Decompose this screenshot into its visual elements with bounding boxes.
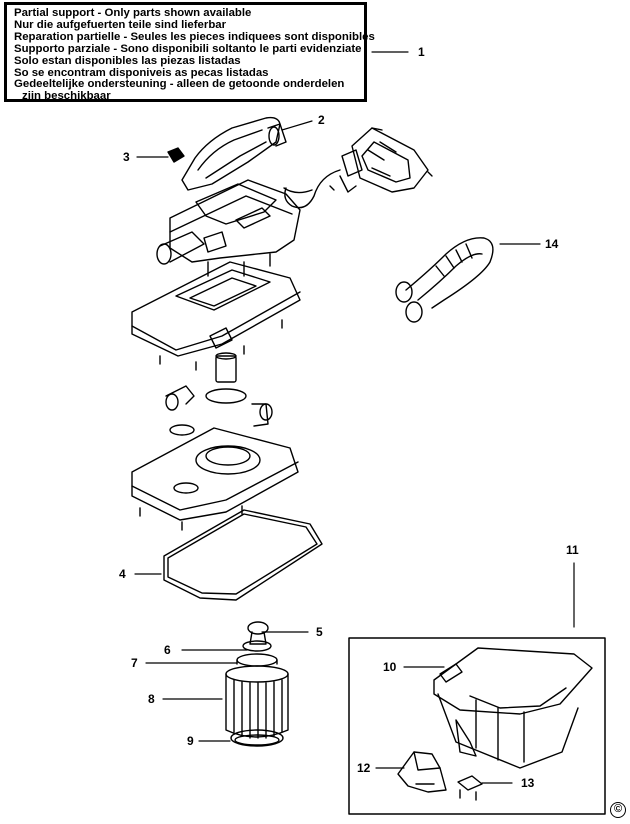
hose-part [395, 237, 494, 323]
notice-line-1: Partial support - Only parts shown avail… [14, 7, 252, 19]
drum-part [433, 647, 593, 769]
callout-9: 9 [187, 734, 194, 748]
notice-line-3: Reparation partielle - Seules les pieces… [14, 30, 375, 43]
callout-14: 14 [545, 237, 559, 251]
notice-line-2: Nur die aufgefuerten teile sind lieferba… [14, 18, 227, 31]
callout-6: 6 [164, 643, 171, 657]
callout-8: 8 [148, 692, 155, 706]
clip-part [457, 775, 483, 801]
notice-line-7: Gedeeltelijke ondersteuning - alleen de … [14, 78, 345, 91]
callout-3: 3 [123, 150, 130, 164]
notice-line-5: Solo estan disponibles las piezas listad… [14, 54, 241, 67]
gasket-part [163, 509, 323, 601]
notice-line-6: So se encontram disponiveis as pecas lis… [14, 66, 269, 79]
switch-cap-part [167, 147, 185, 163]
callout-11: 11 [566, 543, 579, 557]
callout-10: 10 [383, 660, 397, 674]
copyright-symbol: © [610, 802, 626, 818]
notice-line-8: zijn beschikbaar [22, 90, 111, 103]
callout-5: 5 [316, 625, 323, 639]
motor-parts [165, 352, 273, 436]
upper-housing [156, 179, 301, 277]
partial-support-notice: Partial support - Only parts shown avail… [4, 2, 375, 103]
handle-part [181, 116, 287, 191]
notice-line-4: Supporto parziale - Sono disponibili sol… [14, 42, 362, 55]
filter-stack [225, 621, 289, 747]
callout-4: 4 [119, 567, 126, 581]
switch-assembly [283, 127, 433, 209]
callout-13: 13 [521, 776, 535, 790]
leader-lines [134, 51, 575, 784]
callout-12: 12 [357, 761, 371, 775]
base-plate [131, 427, 299, 531]
drum-parts-box [348, 637, 606, 815]
callout-2: 2 [318, 113, 325, 127]
lid-part [131, 261, 301, 371]
callout-7: 7 [131, 656, 138, 670]
callout-1: 1 [418, 45, 425, 59]
nozzle-part [397, 751, 447, 793]
